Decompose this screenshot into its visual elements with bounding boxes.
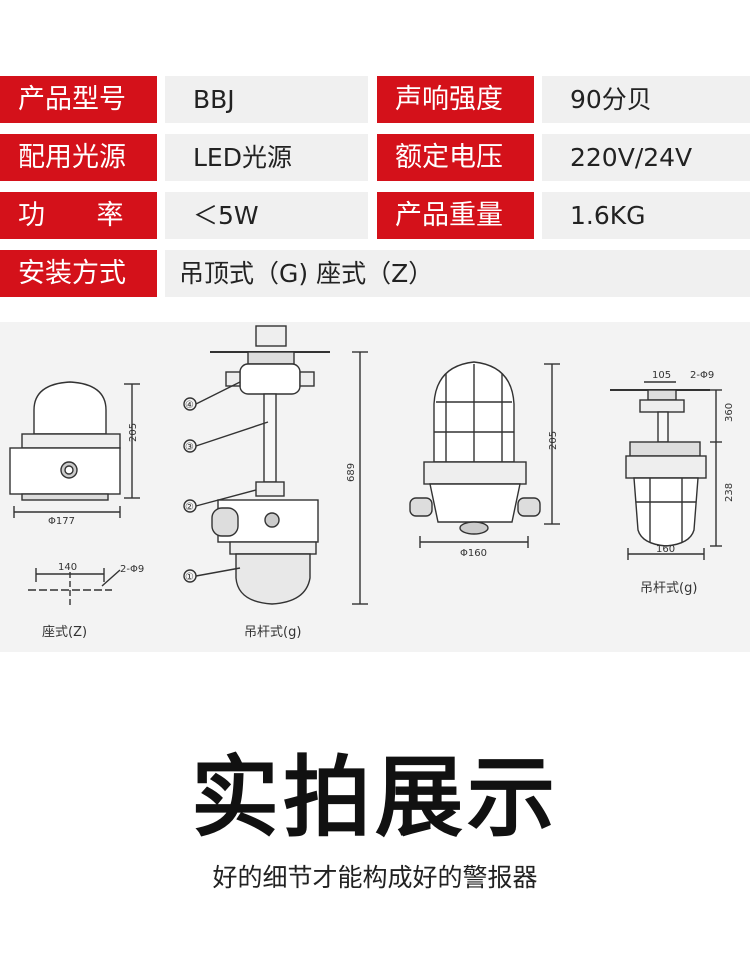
caged-lamp <box>409 361 560 548</box>
spec-value: 吊顶式（G) 座式（Z） <box>165 250 750 297</box>
dim-label: 238 <box>724 483 735 502</box>
dim-label: Φ177 <box>48 516 75 527</box>
callout: ② <box>185 502 194 513</box>
spec-value: BBJ <box>165 76 368 123</box>
spec-label: 额定电压 <box>377 134 534 181</box>
caption-pendant-1: 吊杆式(g) <box>244 625 301 640</box>
dim-label: 205 <box>548 431 559 450</box>
spec-value: 220V/24V <box>542 134 750 181</box>
spec-label: 配用光源 <box>0 134 157 181</box>
dimension-drawing: Φ177 205 140 2-Φ9 689 205 Φ160 105 2-Φ9 … <box>0 322 750 652</box>
dim-label: 205 <box>128 423 139 442</box>
caption-pendant-2: 吊杆式(g) <box>640 581 697 596</box>
caption-seat: 座式(Z) <box>42 625 87 640</box>
section-title: 实拍展示 <box>190 746 559 849</box>
spec-label: 声响强度 <box>377 76 534 123</box>
spec-label: 产品重量 <box>377 192 534 239</box>
dim-label: 2-Φ9 <box>690 370 714 381</box>
spec-value: 90分贝 <box>542 76 750 123</box>
spec-label: 安装方式 <box>0 250 157 297</box>
spec-value: LED光源 <box>165 134 368 181</box>
spec-value: ＜5W <box>165 192 368 239</box>
spec-value: 1.6KG <box>542 192 750 239</box>
section-subtitle: 好的细节才能构成好的警报器 <box>212 863 538 892</box>
dim-label: Φ160 <box>460 548 487 559</box>
dimension-drawing-svg: Φ177 205 140 2-Φ9 689 205 Φ160 105 2-Φ9 … <box>9 325 735 640</box>
pendant-lamp-1 <box>183 325 368 605</box>
callout: ③ <box>185 442 194 453</box>
seat-type-lamp <box>9 381 140 518</box>
spec-label: 功 率 <box>0 192 157 239</box>
pendant-lamp-2 <box>610 381 722 560</box>
callout: ① <box>185 572 194 583</box>
dim-label: 360 <box>724 403 735 422</box>
dim-label: 2-Φ9 <box>120 564 144 575</box>
dim-label: 140 <box>58 562 77 573</box>
spec-label: 产品型号 <box>0 76 157 123</box>
dim-label: 160 <box>656 544 675 555</box>
seat-mount-plan <box>28 568 121 606</box>
dim-label: 105 <box>652 370 671 381</box>
callout: ④ <box>185 400 194 411</box>
dim-label: 689 <box>346 463 357 482</box>
